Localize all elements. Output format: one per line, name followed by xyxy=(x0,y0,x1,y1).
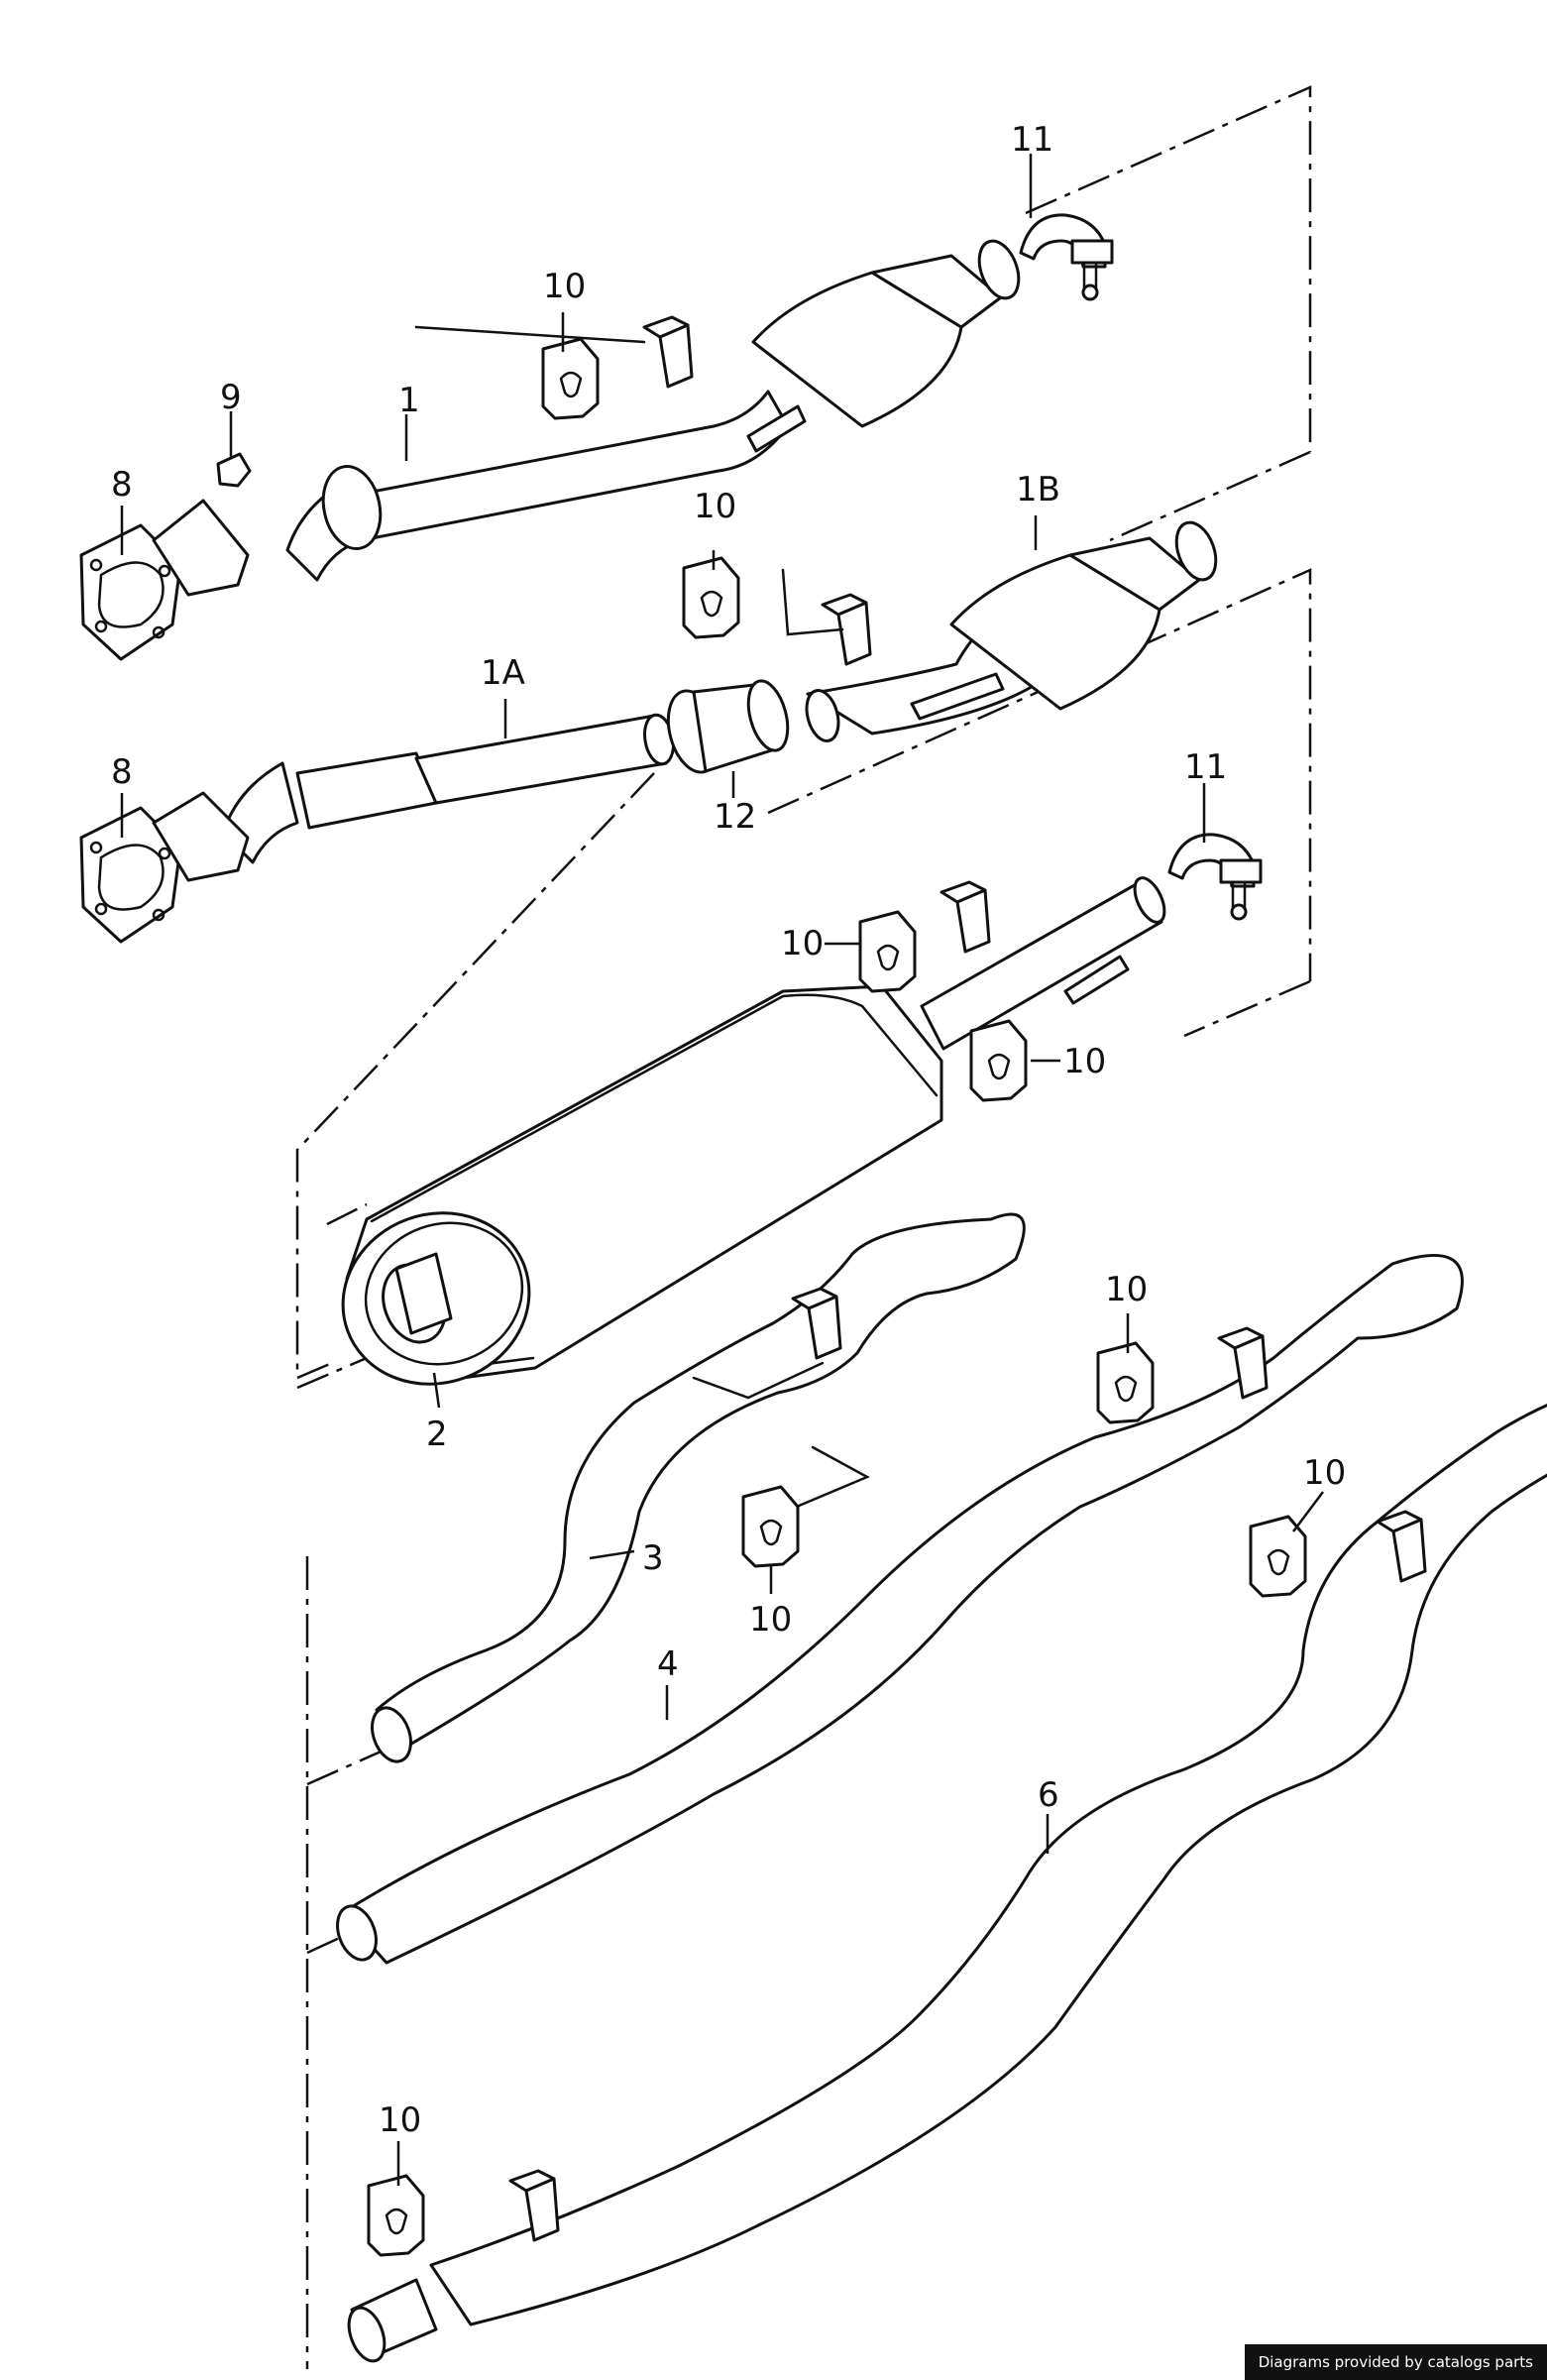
callout-8-top: 8 xyxy=(111,465,133,505)
callout-10-d: 10 xyxy=(1063,1042,1106,1081)
callout-4: 4 xyxy=(657,1644,679,1684)
flange-bottom xyxy=(152,791,250,882)
callout-labels: 11 10 9 1 8 10 1B 1A 8 12 11 10 10 2 10 … xyxy=(111,120,1346,2140)
catalytic-converter-1b xyxy=(781,520,1218,742)
rear-pipe-4 xyxy=(336,1254,1464,1965)
callout-10-h: 10 xyxy=(379,2100,421,2140)
callout-6: 6 xyxy=(1038,1775,1059,1815)
clamp-11-top xyxy=(1019,213,1114,301)
hanger-10-g xyxy=(741,1485,800,1568)
callout-1b: 1B xyxy=(1016,470,1060,510)
callout-1a: 1A xyxy=(481,653,525,693)
callout-2: 2 xyxy=(426,1415,448,1454)
callout-12: 12 xyxy=(714,797,756,837)
front-pipe-1a xyxy=(221,713,675,864)
flange-top xyxy=(152,499,250,597)
diagram-credit: Diagrams provided by catalogs parts xyxy=(1244,2344,1547,2380)
clamp-11-mid xyxy=(1167,833,1263,921)
callout-10-g: 10 xyxy=(749,1600,792,1640)
rear-pipe-6 xyxy=(347,1404,1547,2363)
leader-lines xyxy=(120,154,1324,2186)
callout-10-f: 10 xyxy=(1303,1453,1346,1493)
callout-3: 3 xyxy=(642,1538,664,1578)
callout-8-bottom: 8 xyxy=(111,752,133,792)
callout-9: 9 xyxy=(220,378,242,417)
callout-10-c: 10 xyxy=(781,924,824,963)
hanger-10-b xyxy=(682,556,740,639)
hanger-10-e xyxy=(1096,1341,1155,1424)
callout-10-a: 10 xyxy=(543,267,586,306)
rear-pipe-3 xyxy=(371,1212,1026,1763)
callout-1: 1 xyxy=(398,381,420,420)
hanger-10-c xyxy=(858,910,917,993)
center-silencer-2 xyxy=(341,876,1166,1386)
hanger-10-h xyxy=(367,2174,425,2257)
callout-10-e: 10 xyxy=(1105,1270,1148,1309)
nut-9 xyxy=(216,452,252,488)
callout-10-b: 10 xyxy=(694,487,736,526)
callout-11-top: 11 xyxy=(1011,120,1053,160)
front-pipe-with-catalytic-converter xyxy=(285,239,1021,582)
callout-11-mid: 11 xyxy=(1184,747,1227,787)
clamp-12 xyxy=(666,679,790,774)
hanger-10-d xyxy=(969,1019,1028,1102)
hanger-10-a xyxy=(541,337,600,420)
